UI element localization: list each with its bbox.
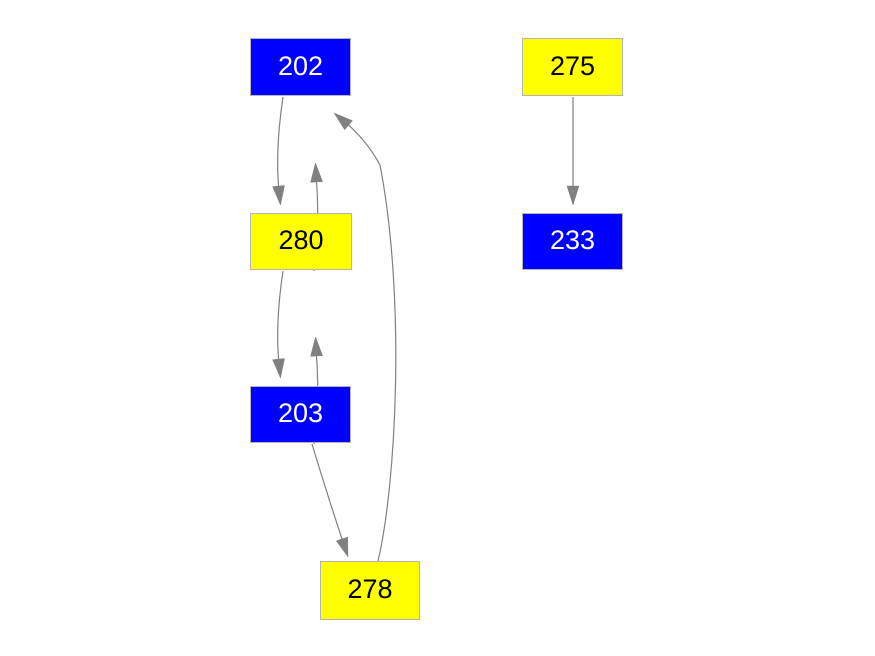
edge-arrowhead [333,112,353,131]
node-label: 233 [549,225,596,255]
edge-arrowhead [310,162,323,183]
graph-node-233[interactable]: 233 [522,213,623,270]
graph-edge-203-to-278 [311,443,349,558]
edge-arrowhead [335,536,349,558]
edge-arrowhead [566,185,580,206]
graph-node-202[interactable]: 202 [250,38,351,96]
node-label: 202 [277,50,324,81]
graph-edge-275-to-233 [566,97,580,206]
graph-edge-202-to-280 [272,96,285,206]
edge-line [276,96,284,193]
graph-node-280[interactable]: 280 [250,213,352,270]
node-label: 275 [549,50,596,81]
edge-arrowhead [272,185,285,206]
edge-line [276,270,284,366]
edge-arrowhead [310,336,323,357]
graph-node-278[interactable]: 278 [320,561,420,620]
node-label: 280 [278,225,324,255]
graph-node-275[interactable]: 275 [522,38,623,96]
edge-arrowhead [272,358,285,379]
node-label: 278 [347,574,393,604]
node-label: 203 [277,398,324,428]
graph-edge-278-to-202 [333,112,397,562]
graph-edge-280-to-203 [272,270,285,379]
edge-line [343,120,397,562]
edge-line [311,443,345,546]
graph-node-203[interactable]: 203 [250,386,351,443]
